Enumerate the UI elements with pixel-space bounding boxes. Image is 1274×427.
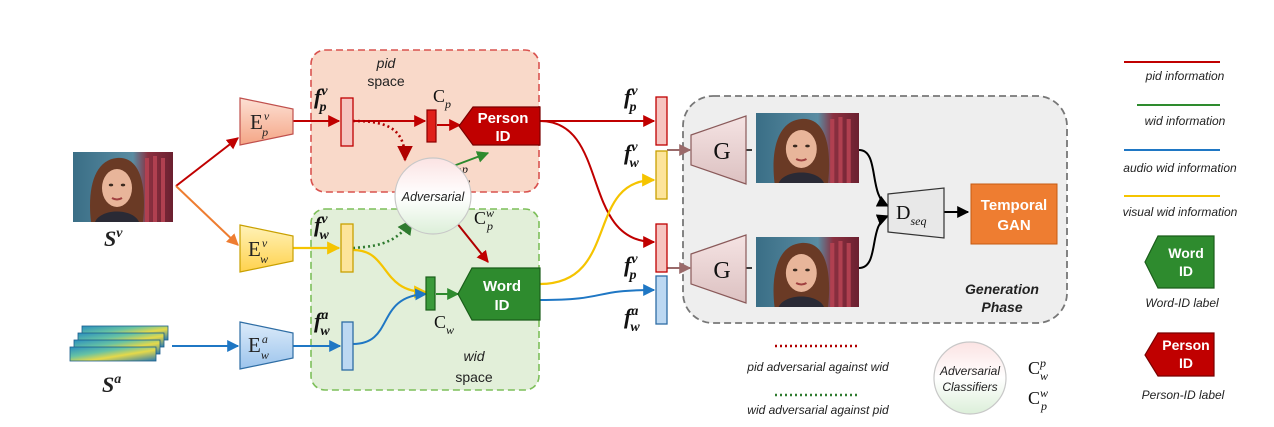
classifier-cp-bar	[426, 109, 437, 143]
svg-text:Eaw: Eaw	[248, 332, 269, 362]
generated-frame-top	[754, 111, 861, 185]
svg-text:Person: Person	[1162, 337, 1209, 353]
feature-bar-fwv	[340, 223, 354, 273]
svg-text:Temporal: Temporal	[981, 197, 1047, 214]
feature-bar-fwa	[341, 321, 354, 371]
svg-text:ID: ID	[496, 128, 511, 145]
arrow-fwa-to-gen	[539, 284, 656, 301]
generated-frame-bottom	[754, 235, 861, 309]
legend-label-visual: visual wid information	[1123, 205, 1238, 219]
feature-bar-gen-fwv	[655, 150, 668, 200]
temporal-gan-block: Temporal GAN	[970, 183, 1058, 245]
arrow-fwv-to-gen	[539, 173, 656, 286]
video-input-label: Sv	[104, 226, 123, 251]
legend-pid-adversarial-label: pid adversarial against wid	[746, 360, 889, 374]
svg-text:ID: ID	[495, 297, 510, 314]
legend-label-pid: pid information	[1145, 69, 1225, 83]
adversarial-label: Adversarial	[401, 190, 466, 204]
legend-adversarial-classifiers-line2: Classifiers	[942, 380, 997, 394]
arrow-fwv-to-cw	[352, 248, 428, 299]
arrow-adversarial-to-word-id	[455, 221, 489, 263]
svg-text:Evp: Evp	[250, 109, 270, 139]
svg-text:Evw: Evw	[248, 236, 268, 266]
pid-space-label-line1: pid	[376, 55, 397, 71]
feature-bar-fpv	[340, 97, 354, 147]
feature-bar-gen-fpv-top	[655, 96, 668, 146]
arrow-frame-bottom-to-dseq	[858, 214, 890, 269]
svg-text:ID: ID	[1179, 355, 1193, 371]
audio-input-label: Sa	[102, 372, 121, 397]
generation-phase-label-line2: Phase	[981, 299, 1022, 315]
legend-label-audio: audio wid information	[1123, 161, 1237, 175]
wid-space-label-line2: space	[455, 369, 493, 385]
sequence-discriminator: Dseq	[887, 187, 945, 239]
svg-text:Word: Word	[483, 278, 521, 295]
pid-space-label-line2: space	[367, 73, 405, 89]
classifier-cp-label: Cp	[433, 86, 451, 111]
arrow-video-to-epv	[175, 137, 239, 187]
svg-text:GAN: GAN	[997, 217, 1030, 234]
arrow-fwa-to-cw	[352, 288, 428, 345]
wid-space-label-line1: wid	[463, 348, 485, 364]
feature-bar-gen-fpv-bottom	[655, 223, 668, 273]
svg-text:ID: ID	[1179, 263, 1193, 279]
legend-adversarial-classifiers-node	[933, 341, 1007, 415]
legend-person-id-icon: Person ID	[1144, 332, 1215, 377]
generator-bottom: G	[690, 234, 747, 304]
arrow-fpv-to-gen-bottom	[539, 120, 656, 248]
adversarial-node	[394, 157, 472, 235]
audio-spectrogram-input	[69, 325, 169, 362]
svg-text:G: G	[713, 258, 730, 284]
arrow-frame-top-to-dseq	[858, 149, 890, 207]
classifier-cw-bar	[425, 276, 436, 311]
generator-top: G	[690, 115, 747, 185]
legend-adversarial-classifiers-line1: Adversarial	[939, 364, 1000, 378]
arrow-video-to-ewv	[175, 185, 239, 246]
legend-wid-adversarial-label: wid adversarial against pid	[747, 403, 889, 417]
svg-text:G: G	[713, 139, 730, 165]
video-frame-input	[72, 151, 174, 223]
person-id-block: Person ID	[458, 106, 541, 146]
legend: pid information wid information audio wi…	[746, 61, 1238, 417]
svg-text:Dseq: Dseq	[896, 202, 926, 228]
feature-bar-gen-fwa	[655, 275, 668, 325]
classifier-cw-label: Cw	[434, 312, 454, 337]
svg-text:Person: Person	[478, 110, 529, 127]
generation-phase-label-line1: Generation	[965, 281, 1039, 297]
svg-text:Word: Word	[1168, 245, 1204, 261]
legend-word-id-caption: Word-ID label	[1145, 296, 1219, 310]
legend-word-id-icon: Word ID	[1144, 235, 1215, 289]
legend-label-wid: wid information	[1145, 114, 1226, 128]
legend-person-id-caption: Person-ID label	[1142, 388, 1225, 402]
word-id-block: Word ID	[457, 267, 541, 321]
dotted-pid-adversarial	[352, 119, 413, 162]
